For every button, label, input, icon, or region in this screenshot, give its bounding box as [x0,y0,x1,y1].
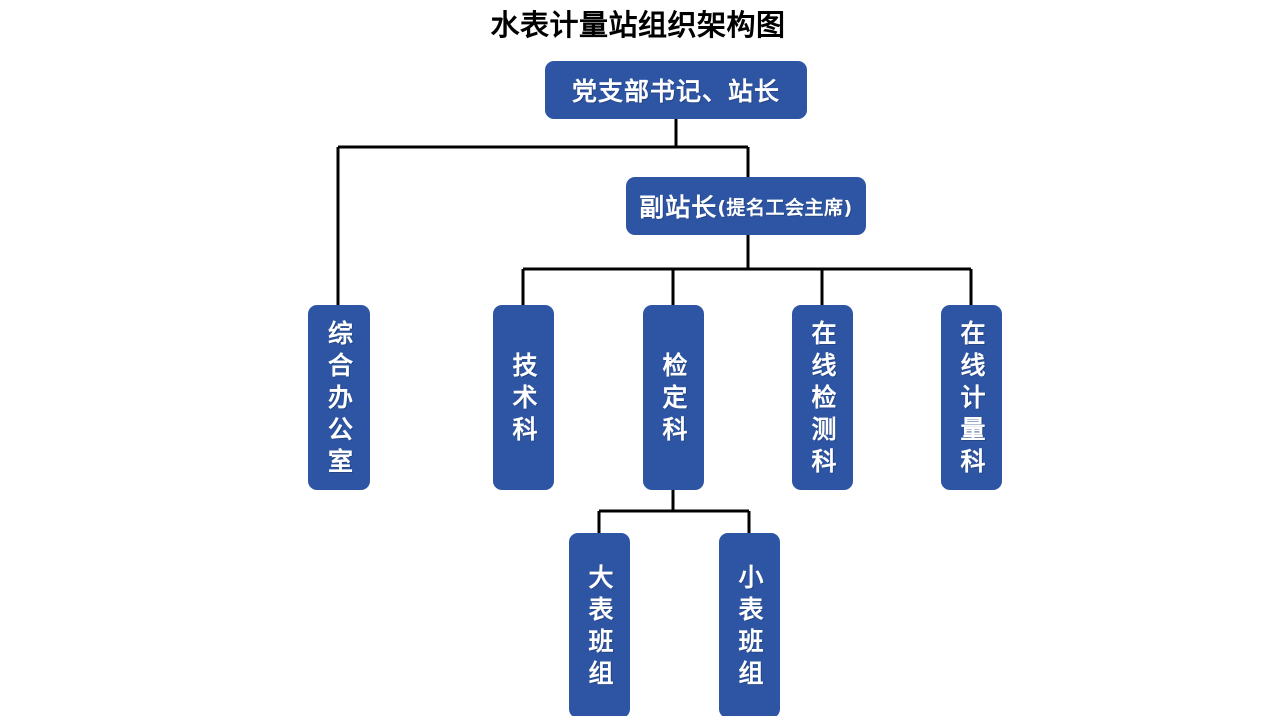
node-online-metering-department[interactable]: 在线计量科 [941,305,1002,490]
node-online-testing-department[interactable]: 在线检测科 [792,305,853,490]
node-deputy-station-chief[interactable]: 副站长(提名工会主席) [626,177,866,235]
node-sub-label: (提名工会主席) [717,196,853,219]
node-technology-department[interactable]: 技术科 [493,305,554,490]
node-label: 技术科 [509,351,538,448]
node-label: 在线检测科 [808,319,837,480]
node-small-meter-team[interactable]: 小表班组 [719,533,780,716]
node-party-secretary-station-chief[interactable]: 党支部书记、站长 [545,61,807,119]
node-label: 党支部书记、站长 [571,77,780,106]
node-verification-department[interactable]: 检定科 [643,305,704,490]
node-label: 小表班组 [735,563,764,692]
page-title: 水表计量站组织架构图 [490,8,786,42]
node-large-meter-team[interactable]: 大表班组 [569,533,630,716]
node-label: 大表班组 [585,563,614,692]
node-label: 在线计量科 [957,319,986,480]
node-general-office[interactable]: 综合办公室 [308,305,370,490]
node-label: 检定科 [659,351,688,448]
node-label: 综合办公室 [324,319,354,480]
node-label: 副站长 [639,193,718,222]
